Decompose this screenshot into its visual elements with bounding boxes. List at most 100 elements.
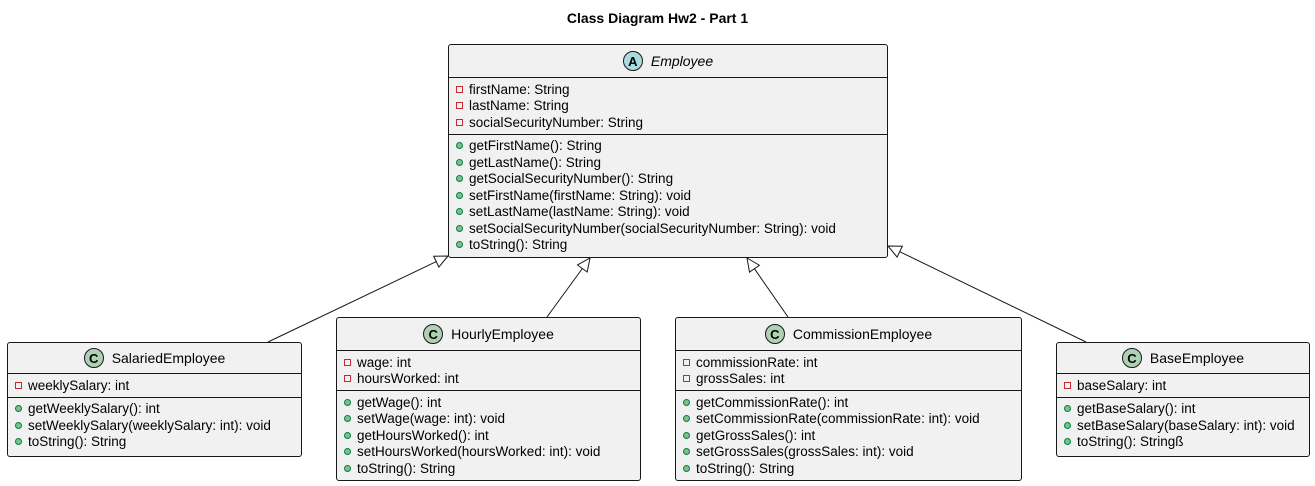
method-row: toString(): Stringß	[1064, 434, 1309, 451]
public-visibility-icon	[344, 415, 351, 423]
field-text: socialSecurityNumber: String	[469, 114, 644, 130]
diagram-title: Class Diagram Hw2 - Part 1	[566, 10, 749, 26]
method-row: getWeeklySalary(): int	[15, 401, 301, 418]
inheritance-line-commission	[754, 268, 789, 318]
method-text: setWage(wage: int): void	[357, 411, 506, 427]
method-row: setLastName(lastName: String): void	[456, 204, 887, 221]
method-text: setFirstName(firstName: String): void	[469, 187, 692, 203]
method-row: getWage(): int	[344, 394, 640, 411]
class-name: BaseEmployee	[1149, 350, 1245, 366]
method-text: toString(): String	[28, 434, 127, 450]
public-visibility-icon	[456, 208, 463, 216]
method-row: getFirstName(): String	[456, 138, 887, 155]
field-text: firstName: String	[469, 81, 570, 97]
method-text: setHoursWorked(hoursWorked: int): void	[357, 444, 601, 460]
fields-section: firstName: String lastName: String socia…	[449, 77, 887, 134]
class-header: C CommissionEmployee	[676, 318, 1021, 350]
private-visibility-icon	[683, 375, 690, 383]
inheritance-arrowhead-base	[886, 245, 904, 258]
public-visibility-icon	[15, 421, 22, 429]
class-base-employee[interactable]: C BaseEmployee baseSalary: int getBaseSa…	[1056, 342, 1310, 457]
method-row: toString(): String	[456, 237, 887, 254]
class-icon: C	[423, 324, 444, 344]
class-name: SalariedEmployee	[111, 350, 226, 366]
field-text: weeklySalary: int	[28, 377, 130, 393]
method-text: toString(): String	[696, 460, 795, 476]
fields-section: wage: int hoursWorked: int	[337, 350, 640, 390]
private-visibility-icon	[1064, 381, 1071, 389]
field-row: wage: int	[344, 354, 640, 371]
class-employee[interactable]: A Employee firstName: String lastName: S…	[448, 44, 888, 258]
public-visibility-icon	[683, 464, 690, 472]
method-text: getFirstName(): String	[469, 138, 602, 154]
class-hourly-employee[interactable]: C HourlyEmployee wage: int hoursWorked: …	[336, 317, 641, 481]
class-header: A Employee	[449, 45, 887, 77]
method-row: getHoursWorked(): int	[344, 427, 640, 444]
public-visibility-icon	[344, 398, 351, 406]
field-row: baseSalary: int	[1064, 377, 1309, 394]
public-visibility-icon	[456, 241, 463, 249]
method-text: getHoursWorked(): int	[357, 427, 489, 443]
private-visibility-icon	[344, 375, 351, 383]
method-row: setGrossSales(grossSales: int): void	[683, 444, 1021, 461]
inheritance-arrowhead-salaried	[432, 255, 450, 268]
field-row: weeklySalary: int	[15, 377, 301, 394]
methods-section: getBaseSalary(): int setBaseSalary(baseS…	[1057, 396, 1309, 454]
class-icon: C	[764, 324, 785, 344]
method-text: getBaseSalary(): int	[1077, 401, 1196, 417]
method-text: setSocialSecurityNumber(socialSecurityNu…	[469, 220, 836, 236]
method-row: getCommissionRate(): int	[683, 394, 1021, 411]
public-visibility-icon	[456, 158, 463, 166]
method-row: setBaseSalary(baseSalary: int): void	[1064, 417, 1309, 434]
public-visibility-icon	[344, 464, 351, 472]
public-visibility-icon	[1064, 421, 1071, 429]
method-row: setFirstName(firstName: String): void	[456, 187, 887, 204]
field-text: baseSalary: int	[1077, 377, 1167, 393]
method-text: setLastName(lastName: String): void	[469, 204, 690, 220]
public-visibility-icon	[683, 431, 690, 439]
field-row: lastName: String	[456, 98, 887, 115]
public-visibility-icon	[683, 398, 690, 406]
field-text: commissionRate: int	[696, 354, 818, 370]
inheritance-line-hourly	[546, 268, 583, 318]
public-visibility-icon	[15, 438, 22, 446]
inheritance-line-base	[899, 251, 1087, 343]
class-salaried-employee[interactable]: C SalariedEmployee weeklySalary: int get…	[7, 342, 302, 457]
method-row: toString(): String	[344, 460, 640, 477]
public-visibility-icon	[344, 431, 351, 439]
public-visibility-icon	[1064, 438, 1071, 446]
fields-section: weeklySalary: int	[8, 373, 301, 397]
methods-section: getCommissionRate(): int setCommissionRa…	[676, 390, 1021, 480]
fields-section: commissionRate: int grossSales: int	[676, 350, 1021, 390]
method-text: getLastName(): String	[469, 154, 602, 170]
method-text: getWage(): int	[357, 394, 442, 410]
public-visibility-icon	[1064, 405, 1071, 413]
public-visibility-icon	[456, 175, 463, 183]
abstract-class-icon: A	[622, 51, 643, 71]
field-text: grossSales: int	[696, 371, 785, 387]
public-visibility-icon	[456, 142, 463, 150]
method-row: toString(): String	[15, 434, 301, 451]
private-visibility-icon	[683, 358, 690, 366]
private-visibility-icon	[456, 102, 463, 110]
class-icon: C	[1121, 348, 1142, 368]
class-name: HourlyEmployee	[451, 326, 554, 342]
method-text: toString(): String	[469, 237, 568, 253]
method-row: getBaseSalary(): int	[1064, 401, 1309, 418]
class-commission-employee[interactable]: C CommissionEmployee commissionRate: int…	[675, 317, 1022, 481]
method-row: setCommissionRate(commissionRate: int): …	[683, 411, 1021, 428]
field-row: grossSales: int	[683, 371, 1021, 388]
private-visibility-icon	[456, 118, 463, 126]
field-text: wage: int	[357, 354, 412, 370]
method-row: setSocialSecurityNumber(socialSecurityNu…	[456, 220, 887, 237]
method-text: getWeeklySalary(): int	[28, 401, 160, 417]
method-text: setGrossSales(grossSales: int): void	[696, 444, 914, 460]
class-header: C HourlyEmployee	[337, 318, 640, 350]
class-name: Employee	[650, 53, 714, 69]
method-row: setWage(wage: int): void	[344, 411, 640, 428]
public-visibility-icon	[344, 448, 351, 456]
public-visibility-icon	[683, 415, 690, 423]
method-text: getGrossSales(): int	[696, 427, 816, 443]
field-row: hoursWorked: int	[344, 371, 640, 388]
methods-section: getWage(): int setWage(wage: int): void …	[337, 390, 640, 480]
